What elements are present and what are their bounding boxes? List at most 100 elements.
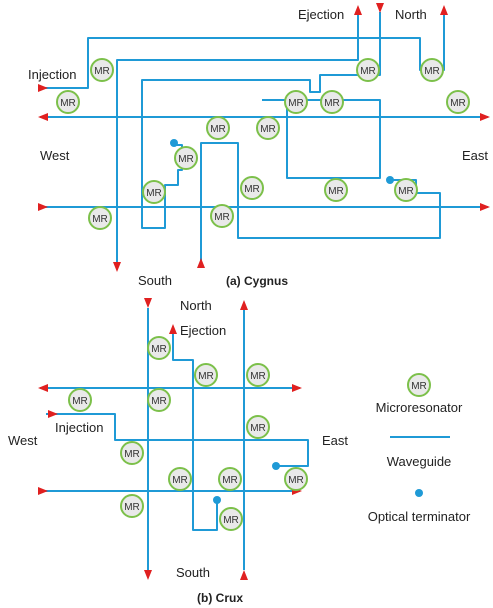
cygnus-optical-terminator [386,176,394,184]
crux-microresonator: MR [147,388,171,412]
cygnus-microresonator: MR [240,176,264,200]
crux-south-in-arrow [240,570,248,580]
cygnus-west-out-arrow [38,113,48,121]
svg-text:MR: MR [151,396,167,407]
legend-microresonator-icon: MR [407,373,431,397]
crux-south-out-arrow [144,570,152,580]
svg-text:MR: MR [450,98,466,109]
svg-text:MR: MR [250,371,266,382]
crux-north-out-arrow [240,300,248,310]
crux-west-out-arrow [38,384,48,392]
svg-text:MR: MR [210,124,226,135]
cygnus-microresonator: MR [394,178,418,202]
crux-microresonator: MR [219,507,243,531]
crux-microresonator: MR [194,363,218,387]
legend-waveguide-label: Waveguide [387,454,452,469]
crux-microresonator: MR [246,415,270,439]
crux-microresonator: MR [68,388,92,412]
crux-injection-label: Injection [55,420,103,435]
crux-west-in-arrow [38,487,48,495]
cygnus-caption: (a) Cygnus [226,274,288,288]
cygnus-north-label: North [395,7,427,22]
cygnus-microresonator: MR [320,90,344,114]
cygnus-east-in-arrow [480,113,490,121]
cygnus-south-in-arrow [197,258,205,268]
legend-optical-terminator-icon [415,489,423,497]
crux-ejection-arrow [169,324,177,334]
svg-text:MR: MR [124,449,140,460]
cygnus-north-in-arrow [376,3,384,13]
svg-text:MR: MR [398,186,414,197]
cygnus-south-entry-waveguide [200,142,441,262]
svg-text:MR: MR [250,423,266,434]
svg-text:MR: MR [214,212,230,223]
crux-injection-waveguide [46,413,309,467]
crux-diagram: MR MR MR MR MR MR MR MR MR MR MR MR Nort… [8,298,348,605]
cygnus-microresonator: MR [324,178,348,202]
crux-west-label: West [8,433,38,448]
svg-text:MR: MR [360,66,376,77]
svg-text:MR: MR [424,66,440,77]
svg-text:MR: MR [92,214,108,225]
cygnus-microresonator: MR [142,180,166,204]
crux-ejection-label: Ejection [180,323,226,338]
svg-text:MR: MR [151,344,167,355]
legend-microresonator-label: Microresonator [376,400,463,415]
svg-text:MR: MR [223,515,239,526]
cygnus-south-label: South [138,273,172,288]
cygnus-east-out-arrow [480,203,490,211]
crux-ejection-waveguide [172,330,218,531]
svg-text:MR: MR [244,184,260,195]
cygnus-injection-arrow [38,84,48,92]
cygnus-microresonator: MR [90,58,114,82]
crux-south-label: South [176,565,210,580]
crux-microresonator: MR [120,441,144,465]
crux-microresonator: MR [120,494,144,518]
cygnus-ejection-label: Ejection [298,7,344,22]
cygnus-west-label: West [40,148,70,163]
svg-text:MR: MR [328,186,344,197]
svg-text:MR: MR [124,502,140,513]
cygnus-north-waveguide [141,12,381,229]
legend-optical-terminator-label: Optical terminator [368,509,471,524]
cygnus-inner-loop-waveguide [262,99,381,179]
crux-microresonator: MR [218,467,242,491]
cygnus-east-label: East [462,148,488,163]
crux-optical-terminator [213,496,221,504]
cygnus-injection-label: Injection [28,67,76,82]
svg-text:MR: MR [72,396,88,407]
cygnus-diagram: MR MR MR MR MR MR MR MR MR MR MR MR MR M… [28,3,490,288]
crux-microresonator: MR [147,336,171,360]
cygnus-microresonator: MR [284,90,308,114]
svg-text:MR: MR [198,371,214,382]
cygnus-microresonator: MR [88,206,112,230]
cygnus-microresonator: MR [356,58,380,82]
svg-text:MR: MR [178,154,194,165]
legend: MR Microresonator Waveguide Optical term… [368,373,471,524]
svg-text:MR: MR [411,381,427,392]
cygnus-north-out-arrow [440,5,448,15]
svg-text:MR: MR [222,475,238,486]
crux-north-label: North [180,298,212,313]
cygnus-west-in-arrow [38,203,48,211]
crux-caption: (b) Crux [197,591,243,605]
crux-east-label: East [322,433,348,448]
crux-microresonator: MR [168,467,192,491]
svg-text:MR: MR [94,66,110,77]
crux-microresonator: MR [284,467,308,491]
crux-north-in-arrow [144,298,152,308]
cygnus-microresonator: MR [446,90,470,114]
cygnus-south-out-arrow [113,262,121,272]
svg-text:MR: MR [288,475,304,486]
cygnus-microresonator: MR [210,204,234,228]
cygnus-microresonator: MR [174,146,198,170]
cygnus-microresonator: MR [56,90,80,114]
svg-text:MR: MR [324,98,340,109]
svg-text:MR: MR [146,188,162,199]
crux-microresonator: MR [246,363,270,387]
cygnus-microresonator: MR [256,116,280,140]
cygnus-microresonator: MR [206,116,230,140]
svg-text:MR: MR [260,124,276,135]
cygnus-optical-terminator [170,139,178,147]
